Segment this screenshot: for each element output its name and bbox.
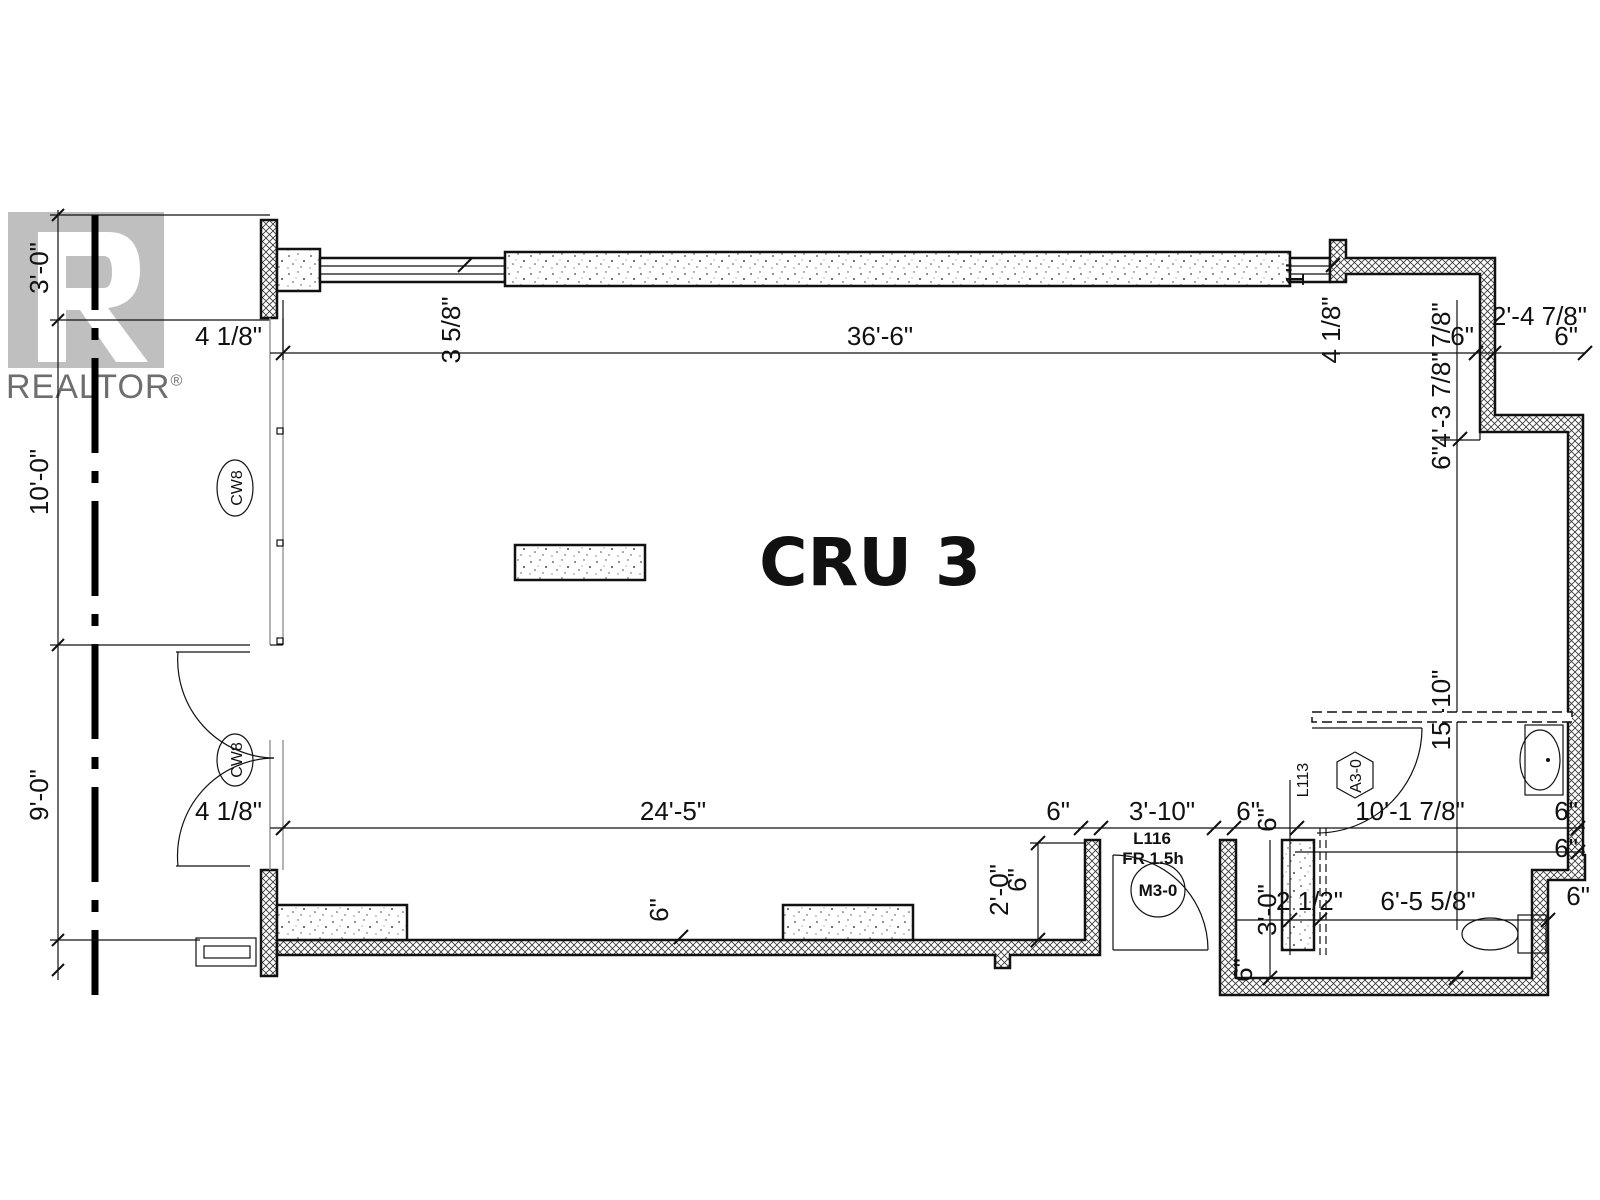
dim-storefront-upper: 4 1/8" <box>195 321 262 351</box>
dim-right-upper-depth: 4'-3 7/8" <box>1426 352 1456 447</box>
dim-wash-inner: 2 1/2" <box>1276 886 1343 916</box>
dim-top-width: 36'-6" <box>847 321 913 351</box>
left-dimension-chain <box>50 208 270 980</box>
realtor-registered-mark: ® <box>170 372 184 390</box>
dim-top-one-inch: 1" <box>1280 263 1310 287</box>
entry-double-door <box>176 651 275 867</box>
washroom-fixtures <box>1311 711 1573 955</box>
interior-column <box>513 543 647 582</box>
bottom-wall <box>275 838 1102 970</box>
door-type-label: M3-0 <box>1139 881 1178 900</box>
dim-top-right-six-a: 6" <box>1450 321 1474 351</box>
bottom-conc-mid <box>781 903 915 942</box>
door-type-tag <box>1130 862 1186 918</box>
dim-right-six-c: 6" <box>1554 796 1578 826</box>
top-wall <box>318 250 1332 288</box>
dim-wall-six: 6" <box>644 898 674 922</box>
washroom-chase <box>1280 838 1316 952</box>
washroom-room-number: L113 <box>1295 763 1312 798</box>
dim-wash-depth: 3'-0" <box>1252 884 1282 936</box>
dim-left-top: 3'-0" <box>24 242 54 294</box>
dim-bottom-six-a: 6" <box>1046 796 1070 826</box>
cw-tag-upper-label: CW8 <box>229 470 246 506</box>
dim-bottom-six-b: 6" <box>1236 796 1260 826</box>
dim-right-six-d: 6" <box>1554 833 1578 863</box>
dim-top-small-left: 3 5/8" <box>436 296 466 363</box>
dim-top-right-jog: 2'-4 7/8" <box>1492 301 1587 331</box>
realtor-watermark: REALTOR® <box>6 368 183 407</box>
dim-step-six: 6" <box>1002 868 1032 892</box>
dim-top-right-fraction: 7/8" <box>1426 302 1456 347</box>
dim-storefront-lower: 4 1/8" <box>195 796 262 826</box>
washroom-door-label: A3-0 <box>1348 759 1365 793</box>
dim-bottom-width: 24'-5" <box>640 796 706 826</box>
curtain-wall <box>269 318 284 870</box>
storefront-pier-top <box>259 218 279 320</box>
dim-wash-bottom-six: 6" <box>1228 958 1258 982</box>
washroom-door-tag <box>1336 751 1374 799</box>
bottom-dimension-chain <box>270 780 1586 986</box>
dim-top-small-right: 4 1/8" <box>1316 296 1346 363</box>
dim-left-low: 9'-0" <box>24 769 54 821</box>
cw-tag-lower-label: CW8 <box>229 742 246 778</box>
top-dimension-chain <box>270 257 1593 930</box>
dim-bottom-six-c: 6" <box>1252 808 1282 832</box>
dim-washroom-width: 10'-1 7/8" <box>1355 796 1465 826</box>
dim-door-width: 3'-10" <box>1129 796 1195 826</box>
cw-tag-upper <box>216 459 254 517</box>
dim-right-six-e: 6" <box>1566 881 1590 911</box>
storefront-cap-top <box>275 247 322 293</box>
realtor-brand-text: REALTOR <box>6 368 171 406</box>
room-title: CRU 3 <box>759 524 981 601</box>
dim-wash-span: 6'-5 5/8" <box>1380 886 1475 916</box>
dim-right-main-depth: 15'-10" <box>1426 670 1456 751</box>
dim-right-six: 6" <box>1426 446 1456 470</box>
dim-step-two: 2'-0" <box>984 864 1014 916</box>
utility-box <box>195 937 257 967</box>
dim-left-mid: 10'-0" <box>24 449 54 515</box>
storefront-pier-bottom <box>259 868 279 978</box>
door-fire-rating: FR 1.5h <box>1122 849 1183 868</box>
service-door <box>1112 854 1209 951</box>
dim-top-right-six-b: 6" <box>1554 321 1578 351</box>
door-room-number: L116 <box>1133 829 1171 848</box>
bottom-conc-left <box>275 903 409 942</box>
